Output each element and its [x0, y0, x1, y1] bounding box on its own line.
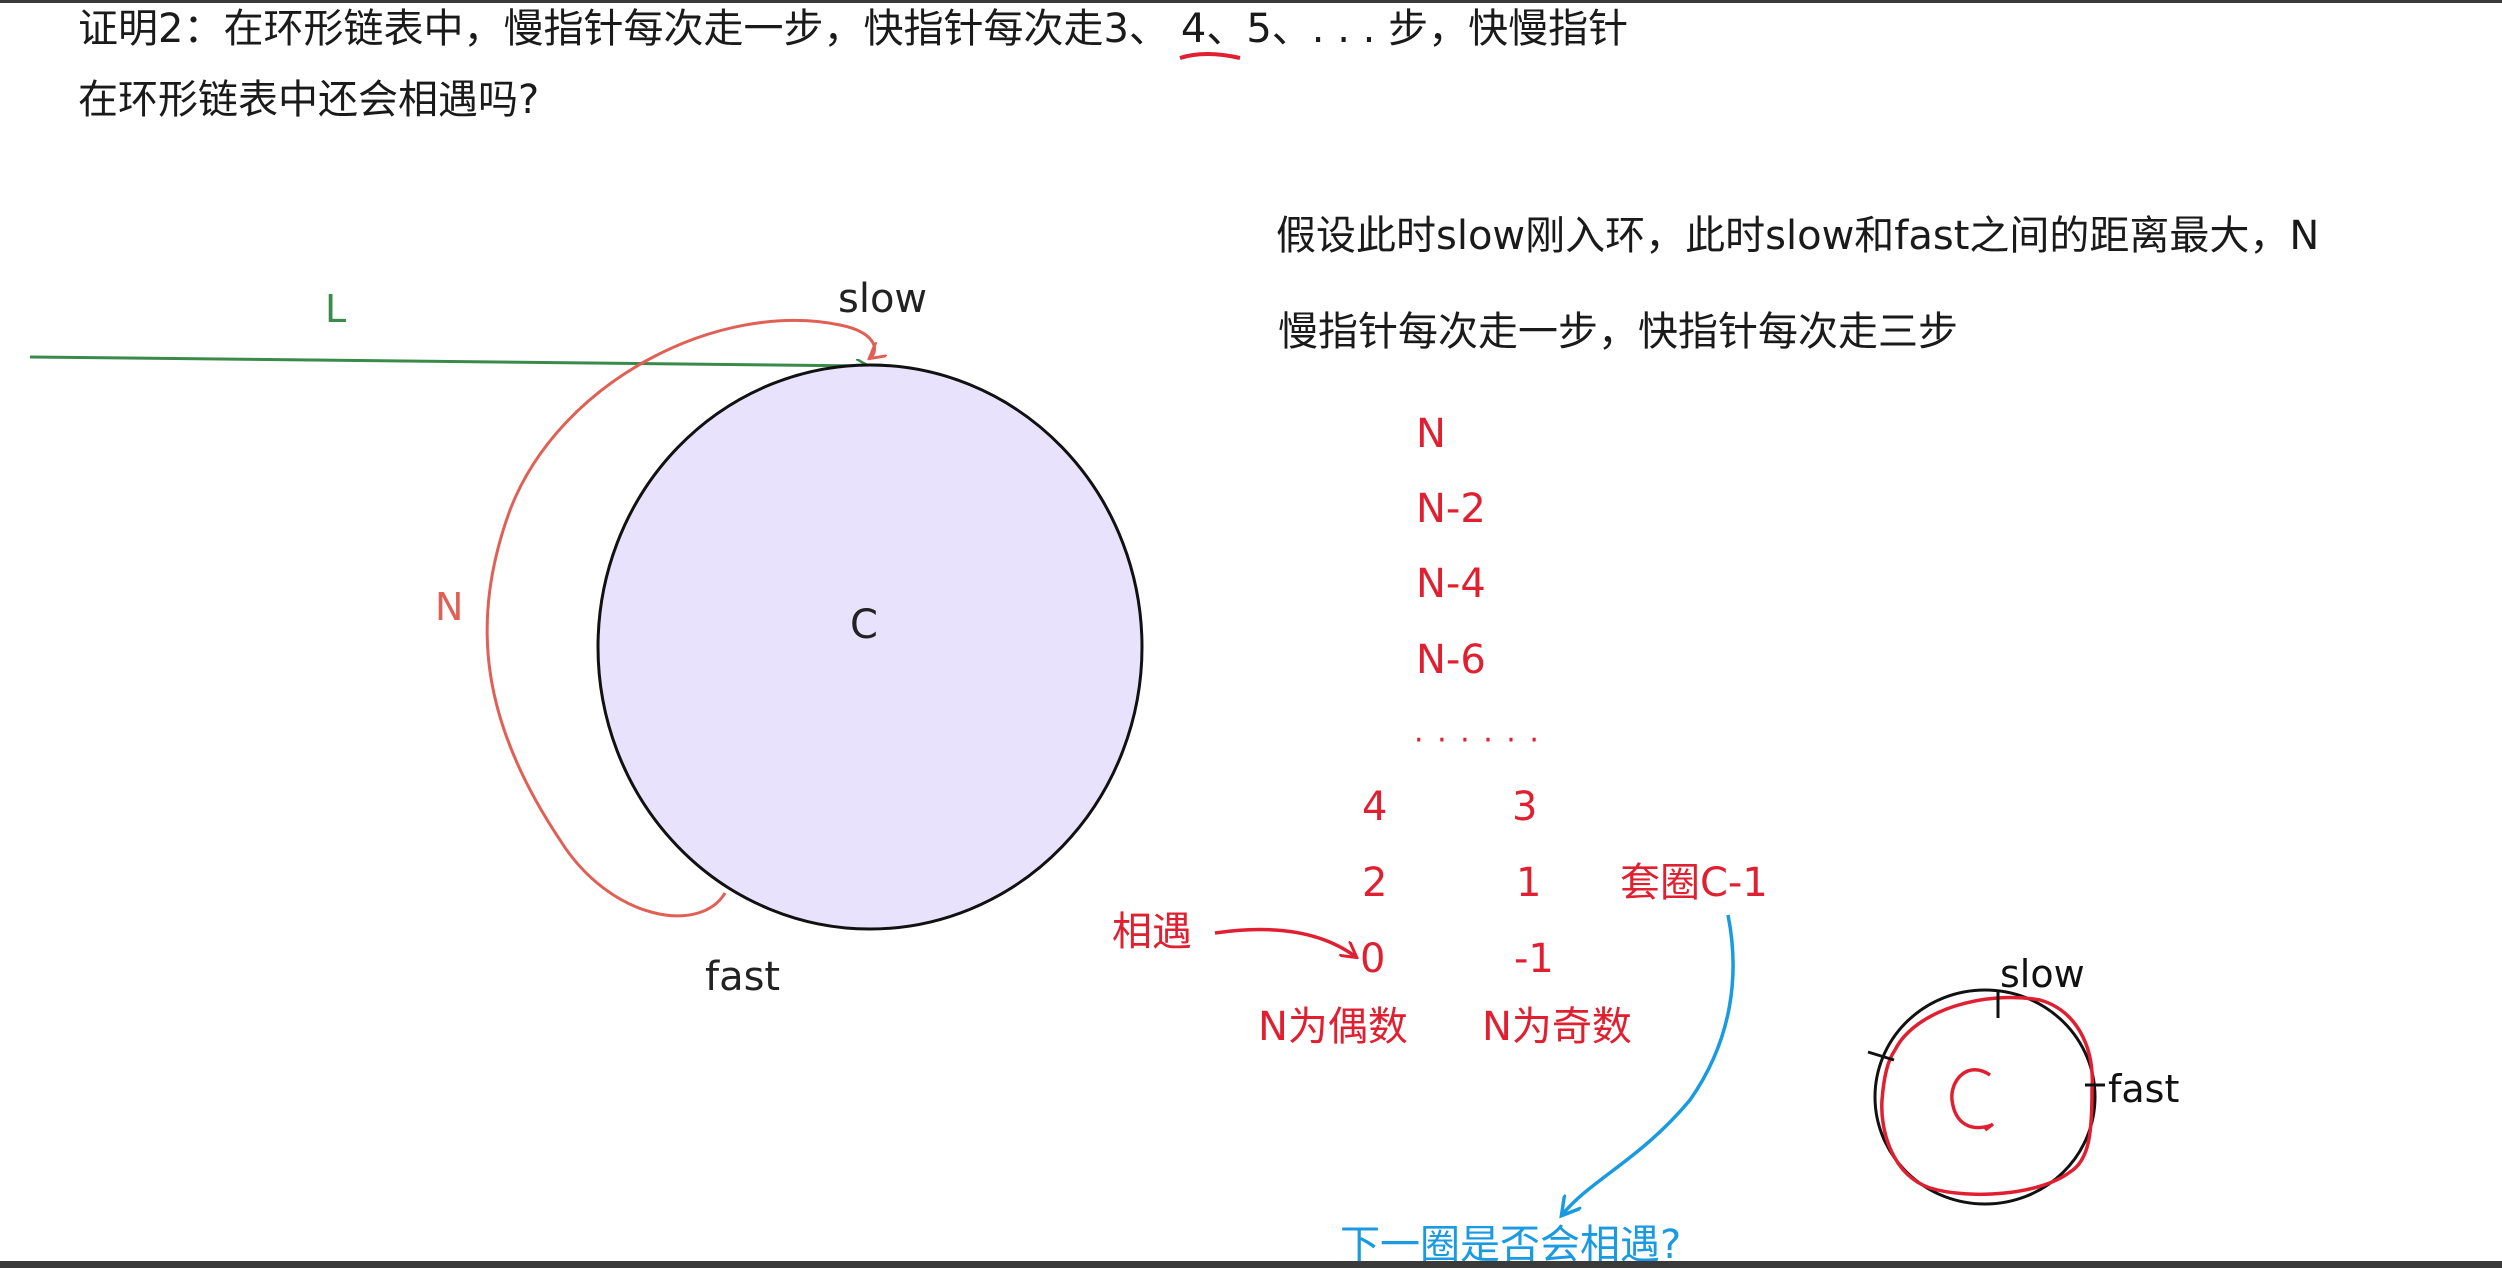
distance-N-curve — [485, 319, 874, 918]
label-fast: fast — [705, 954, 780, 1000]
even-value: 0 — [1360, 936, 1385, 982]
even-label: N为偶数 — [1258, 1004, 1408, 1050]
small-label-fast: fast — [2108, 1067, 2179, 1111]
question-label: 下一圈是否会相遇? — [1340, 1222, 1681, 1268]
small-label-slow: slow — [2000, 952, 2085, 996]
small-cycle-circle — [1873, 988, 2097, 1206]
wrap-label: 套圈C-1 — [1620, 860, 1768, 906]
small-left-tick — [1867, 1050, 1895, 1062]
label-slow: slow — [838, 276, 927, 322]
odd-label: N为奇数 — [1482, 1004, 1632, 1050]
highlight-underline — [1179, 52, 1241, 60]
label-C: C — [850, 602, 878, 648]
problem-line-1: 证明2：在环形链表中，慢指针每次走一步，快指针每次走3、 4、5、. . . 步，… — [78, 6, 1628, 52]
sequence-item: N-2 — [1416, 486, 1486, 532]
odd-value: -1 — [1514, 936, 1554, 982]
problem-line-2: 在环形链表中还会相遇吗? — [78, 77, 539, 123]
problem-line-1-prefix: 证明2：在环形链表中，慢指针每次走一步，快指针每次走 — [78, 6, 1103, 52]
label-N: N — [435, 585, 463, 629]
small-cycle-diagram: C slow fast — [1867, 952, 2179, 1206]
problem-line-1-highlight: 3、 — [1103, 6, 1168, 52]
cycle-circle — [596, 363, 1144, 931]
even-column: 4 2 0 N为偶数 — [1258, 784, 1408, 1050]
odd-value: 1 — [1516, 860, 1541, 906]
assumption-line-1: 假设此时slow刚入环，此时slow和fast之间的距离最大，N — [1276, 213, 2319, 259]
sequence-item: N-4 — [1416, 561, 1486, 607]
odd-column: 3 1 -1 N为奇数 — [1482, 784, 1632, 1050]
bottom-border — [0, 1261, 2502, 1268]
small-cycle-path — [1880, 995, 2095, 1196]
top-border — [0, 0, 2502, 3]
sequence-item: N — [1416, 411, 1446, 457]
list-entry-line — [29, 355, 868, 366]
meet-label: 相遇 — [1112, 909, 1192, 955]
problem-line-1-suffix: 4、5、. . . 步，快慢指针 — [1181, 6, 1628, 52]
assumption-line-2: 慢指针每次走一步，快指针每次走三步 — [1278, 309, 1958, 355]
sequence-item: N-6 — [1416, 637, 1486, 683]
odd-value: 3 — [1512, 784, 1537, 830]
small-C-drawn — [1950, 1068, 1995, 1132]
question-arrow — [1562, 914, 1735, 1215]
small-label-C: C — [1952, 1157, 1953, 1159]
even-value: 2 — [1362, 860, 1387, 906]
even-value: 4 — [1362, 784, 1387, 830]
meet-arrow — [1214, 927, 1356, 957]
sequence-dots: · · · · · · — [1414, 723, 1541, 758]
sequence-list: N N-2 N-4 N-6 · · · · · · — [1414, 411, 1541, 758]
label-L: L — [325, 287, 346, 331]
